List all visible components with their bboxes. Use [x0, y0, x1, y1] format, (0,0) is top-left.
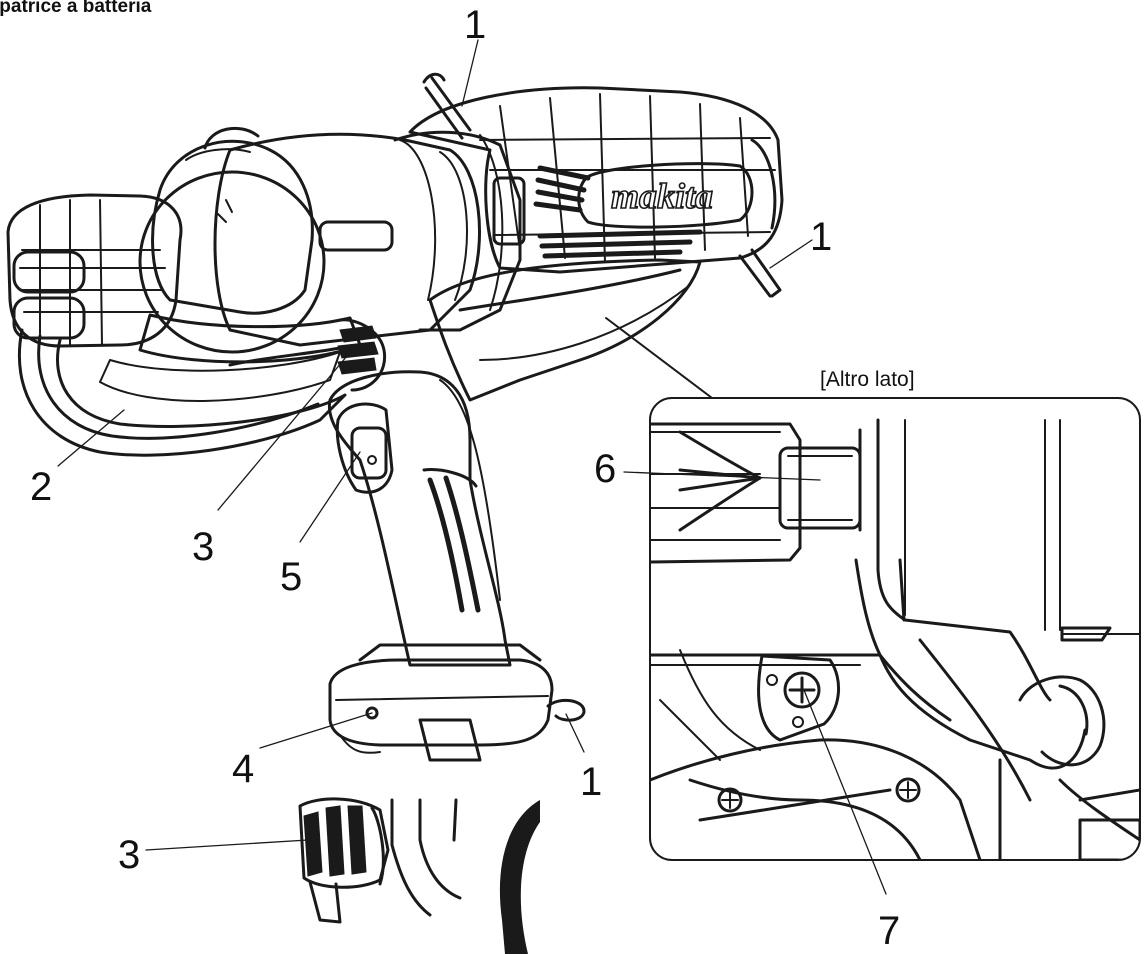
makita-logo: makita: [611, 176, 713, 216]
callout-1-top: 1: [464, 3, 486, 47]
knob-detail-crop: [298, 797, 540, 954]
page-title: ipatrice a batteria: [0, 0, 152, 17]
callout-5: 5: [280, 555, 302, 599]
callout-4: 4: [232, 747, 254, 791]
motor-housing: makita: [408, 72, 784, 274]
inset-panel: [Altro lato]: [605, 317, 1141, 861]
tool-handle: [327, 258, 702, 667]
rotation-knob: [337, 318, 387, 392]
callout-2: 2: [30, 465, 52, 509]
callout-6: 6: [594, 447, 616, 491]
leader-lines: [57, 39, 887, 895]
callout-3: 3: [192, 525, 214, 569]
callout-3-detail: 3: [118, 833, 140, 877]
battery-base: [328, 643, 586, 762]
callout-1-base: 1: [580, 760, 602, 804]
callout-1-rear: 1: [810, 215, 832, 259]
inset-title: [Altro lato]: [820, 368, 915, 391]
cylinder-body: [393, 130, 522, 332]
rear-strap-hook: [738, 248, 782, 298]
callout-7: 7: [878, 909, 900, 953]
crimping-head: [6, 126, 481, 364]
crimping-tool-illustration: makita: [6, 72, 784, 762]
lower-jaw-guard: [17, 328, 347, 457]
